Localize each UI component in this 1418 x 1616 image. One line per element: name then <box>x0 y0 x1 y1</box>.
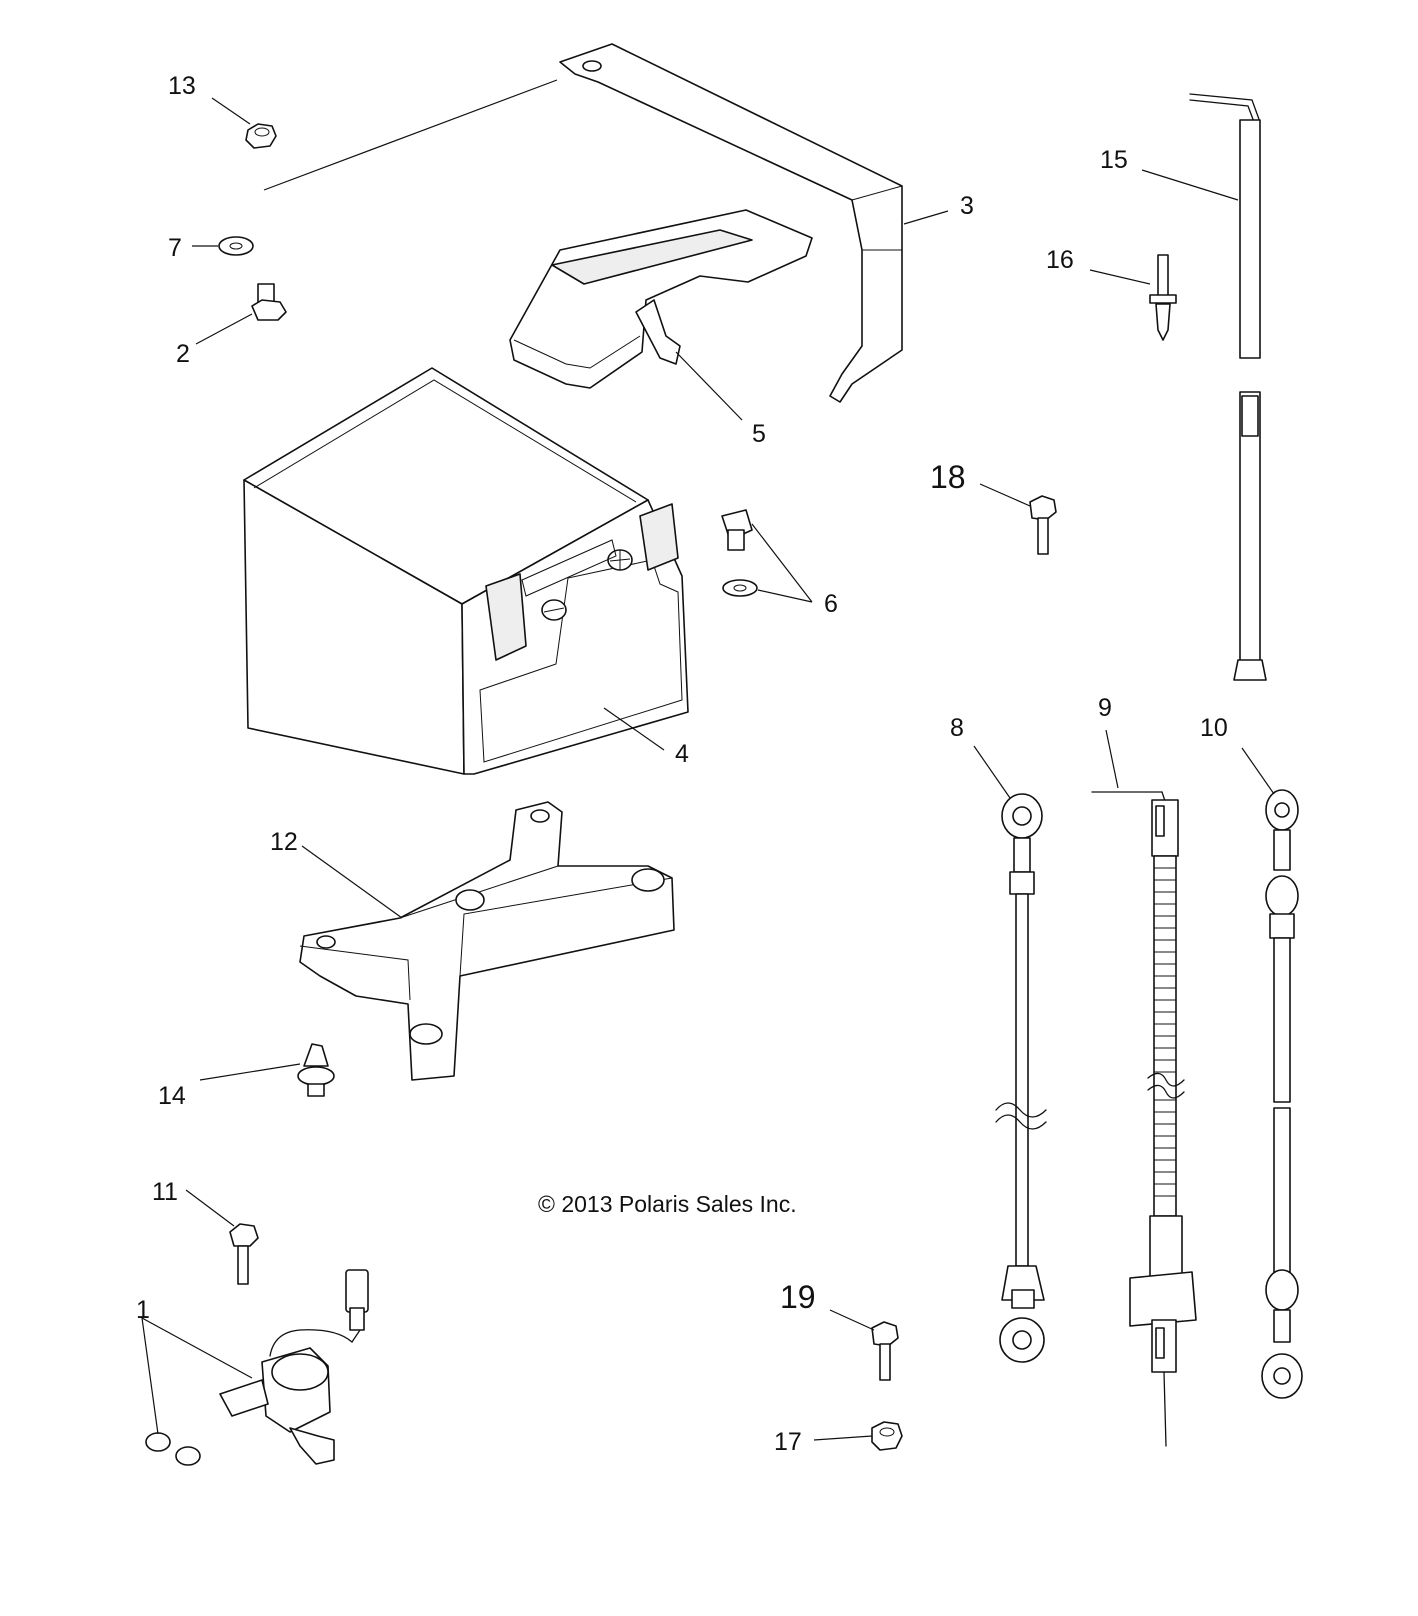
part-13-nut <box>245 123 277 149</box>
leader-14 <box>199 1063 301 1081</box>
callout-19: 19 <box>780 1279 816 1315</box>
leader-9 <box>1105 729 1119 789</box>
part-18-bolt <box>1029 495 1057 555</box>
callout-14: 14 <box>158 1082 186 1110</box>
callout-12: 12 <box>270 828 298 856</box>
part-7-washer <box>218 236 254 256</box>
part-6-bolt-washer <box>721 509 758 597</box>
part-1-solenoid <box>145 1269 369 1466</box>
callout-2: 2 <box>176 340 190 368</box>
leader-2 <box>195 313 253 345</box>
part-16-pin <box>1149 254 1177 341</box>
leader-1b <box>141 1317 159 1435</box>
callout-11: 11 <box>152 1178 178 1206</box>
part-19-bolt <box>871 1321 899 1381</box>
part-2-bolt <box>251 283 287 321</box>
callout-18: 18 <box>930 459 966 495</box>
leader-3 <box>903 210 949 225</box>
leader-15 <box>1141 169 1239 201</box>
part-14-push-rivet <box>297 1043 335 1097</box>
part-3-hold-down-strap <box>559 43 903 403</box>
leader-1a <box>141 1317 253 1379</box>
callout-5: 5 <box>752 420 766 448</box>
callout-6: 6 <box>824 590 838 618</box>
leader-5 <box>675 351 743 421</box>
callout-9: 9 <box>1098 694 1112 722</box>
leader-8 <box>973 745 1011 799</box>
callout-3: 3 <box>960 192 974 220</box>
callout-15: 15 <box>1100 146 1128 174</box>
leader-4 <box>603 707 665 751</box>
leader-18 <box>979 483 1031 507</box>
leader-6a <box>751 523 813 603</box>
part-9-cable <box>1091 791 1197 1447</box>
callout-10: 10 <box>1200 714 1228 742</box>
part-12-battery-tray <box>299 801 675 1081</box>
callout-8: 8 <box>950 714 964 742</box>
leader-19 <box>829 1309 875 1331</box>
leader-13 <box>211 97 251 125</box>
leader-17 <box>813 1435 873 1441</box>
callout-13: 13 <box>168 72 196 100</box>
leader-12 <box>301 845 403 919</box>
part-5-bracket <box>509 209 813 389</box>
part-15-cable <box>1189 93 1267 681</box>
callout-17: 17 <box>774 1428 802 1456</box>
leader-16 <box>1089 269 1151 285</box>
callout-16: 16 <box>1046 246 1074 274</box>
callout-4: 4 <box>675 740 689 768</box>
part-10-cable <box>1261 789 1303 1399</box>
callout-7: 7 <box>168 234 182 262</box>
copyright-notice: © 2013 Polaris Sales Inc. <box>538 1191 797 1217</box>
leader-10 <box>1241 747 1275 795</box>
sleeve-ribs <box>1154 867 1176 1197</box>
part-8-cable <box>995 793 1047 1363</box>
strap-guide-line <box>263 79 558 191</box>
part-17-nut <box>871 1421 903 1451</box>
leader-11 <box>185 1189 235 1227</box>
part-11-bolt <box>229 1223 259 1285</box>
part-4-battery <box>243 367 689 775</box>
callout-1: 1 <box>136 1296 150 1324</box>
leader-6b <box>757 589 813 603</box>
